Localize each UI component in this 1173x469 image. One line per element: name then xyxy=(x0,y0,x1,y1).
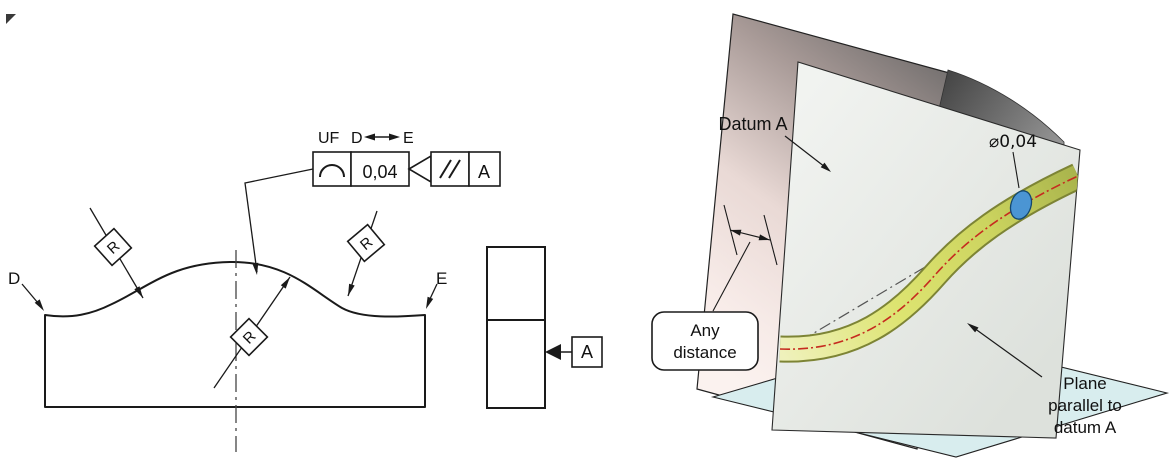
fcf-leader-line xyxy=(244,168,314,273)
fcf-datum-letter: A xyxy=(478,162,490,182)
fcf-datum-cell xyxy=(468,151,501,187)
dimension-arrow-right-icon xyxy=(758,234,770,241)
datum-triangle-icon xyxy=(545,344,561,360)
datum-a-leader xyxy=(784,135,826,168)
fcf-symbol-cell xyxy=(312,151,352,187)
fcf-leader-arrow-icon xyxy=(252,262,259,275)
edge-label-e: E xyxy=(436,269,447,288)
extension-line-right xyxy=(763,214,778,266)
radius-arrow-middle-icon xyxy=(280,277,290,289)
radius-arrow-left-icon xyxy=(134,286,143,298)
between-from-label: D xyxy=(351,130,363,147)
edge-leader-d xyxy=(21,283,39,304)
page-artifact xyxy=(6,14,16,24)
parallel-plane-arrow-icon xyxy=(967,323,979,333)
parallelism-symbol-icon xyxy=(448,159,461,179)
parallel-plane-label-line2: parallel to xyxy=(1048,396,1122,415)
parallel-plane-label-line1: Plane xyxy=(1063,374,1106,393)
scene-3d: ⌀0,04 Datum A Any distance Plane paralle… xyxy=(651,13,1170,458)
datum-letter-box xyxy=(571,336,603,368)
zone-circle-group xyxy=(1009,190,1033,220)
datum-a-label: Datum A xyxy=(718,114,787,134)
any-distance-callout xyxy=(651,311,759,371)
datum-letter: A xyxy=(581,342,593,362)
zone-circle xyxy=(1009,190,1033,220)
radius-box-right: R xyxy=(346,223,386,263)
between-to-label: E xyxy=(403,130,414,147)
edge-label-d: D xyxy=(8,269,20,288)
constraint-pointer-icon xyxy=(407,154,432,184)
between-arrow-left-icon xyxy=(364,133,375,141)
edge-arrow-e-icon xyxy=(426,296,434,309)
edge-arrow-d-icon xyxy=(34,299,44,311)
zone-diameter-label: ⌀0,04 xyxy=(989,132,1037,152)
radius-box-middle-frame xyxy=(229,317,269,357)
between-arrow-right-icon xyxy=(389,133,400,141)
dimension-arrow-left-icon xyxy=(730,229,742,236)
radius-box-right-frame xyxy=(346,223,386,263)
parallelism-cell xyxy=(430,151,470,187)
uf-label: UF xyxy=(318,130,340,147)
line-profile-symbol-icon xyxy=(319,164,345,178)
radius-box-left: R xyxy=(93,227,133,267)
zone-label-leader xyxy=(1012,151,1020,189)
radius-arrow-right-icon xyxy=(348,283,355,296)
datum-a-arrow-icon xyxy=(820,162,831,172)
radius-box-middle: R xyxy=(229,317,269,357)
side-view-outline xyxy=(486,246,546,409)
radius-box-left-frame xyxy=(93,227,133,267)
drawing-2d: UF D E 0,04 A R R xyxy=(8,130,501,452)
side-view: A xyxy=(486,246,603,409)
nominal-line xyxy=(779,175,1079,350)
any-distance-leader xyxy=(712,241,751,312)
any-distance-line2: distance xyxy=(673,343,736,362)
parallel-plane-label-line3: datum A xyxy=(1054,418,1117,437)
parallelism-symbol-icon xyxy=(439,159,452,179)
fcf-tolerance-value: 0,04 xyxy=(362,162,397,182)
parallel-plane-leader xyxy=(973,327,1043,378)
any-distance-line1: Any xyxy=(690,321,720,340)
